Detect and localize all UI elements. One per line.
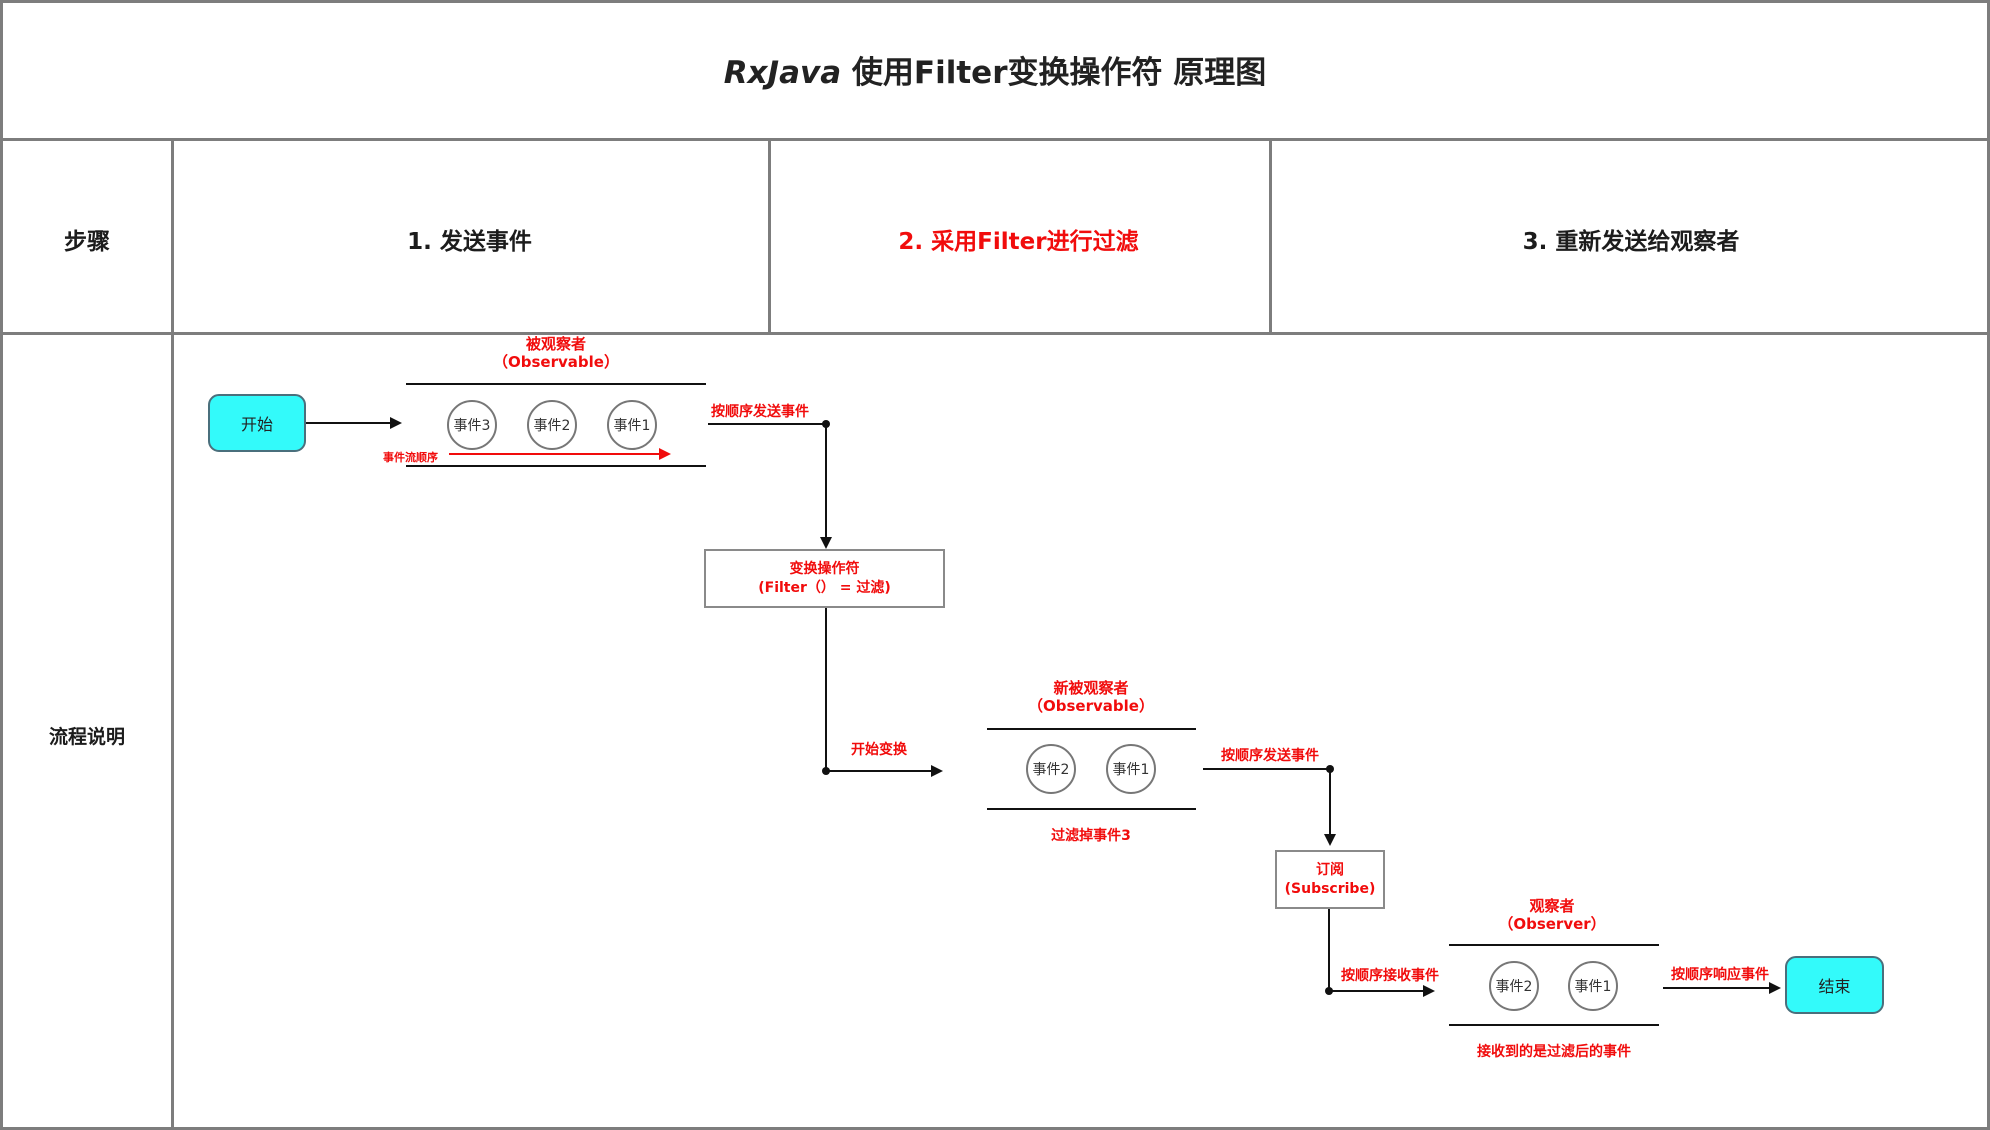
event-label: 事件2 bbox=[1495, 979, 1533, 995]
header-step1: 1. 发送事件 bbox=[407, 229, 532, 255]
respond-events-label: 按顺序响应事件 bbox=[1671, 967, 1769, 983]
connector-receive-right bbox=[1329, 990, 1423, 992]
page-title: RxJava 使用Filter变换操作符 原理图 bbox=[3, 47, 1987, 92]
event-circle: 事件1 bbox=[1106, 744, 1156, 794]
subscribe-box: 订阅 (Subscribe) bbox=[1275, 850, 1385, 909]
connector-down-to-subscribe bbox=[1329, 769, 1331, 836]
subscribe-box-line1: 订阅 bbox=[1316, 861, 1344, 878]
filtered-out-note: 过滤掉事件3 bbox=[1051, 828, 1131, 844]
connector-subscribe-down bbox=[1328, 909, 1330, 991]
observable-title-en: （Observable） bbox=[493, 353, 619, 371]
new-observable-title-en: （Observable） bbox=[1028, 697, 1154, 715]
new-observable-title: 新被观察者 （Observable） bbox=[991, 679, 1191, 715]
observable-title: 被观察者 （Observable） bbox=[456, 335, 656, 371]
end-node: 结束 bbox=[1785, 956, 1884, 1014]
event-label: 事件1 bbox=[1574, 979, 1612, 995]
page-title-brand: RxJava bbox=[723, 55, 842, 91]
header-steps: 步骤 bbox=[64, 229, 110, 255]
observer-title: 观察者 （Observer） bbox=[1452, 897, 1652, 933]
observer-title-cn: 观察者 bbox=[1529, 897, 1575, 915]
start-node: 开始 bbox=[208, 394, 306, 452]
new-observable-stream bbox=[987, 728, 1196, 810]
divider-col-1-2 bbox=[768, 141, 771, 332]
connector-newobs-right bbox=[1203, 768, 1330, 770]
observer-title-en: （Observer） bbox=[1498, 915, 1606, 933]
connector-down-to-filter bbox=[825, 424, 827, 539]
divider-header-body bbox=[3, 332, 1987, 335]
arrowhead-into-end bbox=[1769, 982, 1781, 994]
connector-start-to-observable bbox=[306, 422, 390, 424]
arrowhead-into-filter bbox=[820, 537, 832, 549]
event-label: 事件1 bbox=[1112, 762, 1150, 778]
arrowhead-into-subscribe bbox=[1324, 834, 1336, 846]
transform-label: 开始变换 bbox=[851, 742, 907, 758]
header-step3: 3. 重新发送给观察者 bbox=[1522, 229, 1740, 255]
event-label: 事件2 bbox=[1032, 762, 1070, 778]
connector-filter-down bbox=[825, 608, 827, 771]
received-filtered-note: 接收到的是过滤后的事件 bbox=[1477, 1044, 1631, 1060]
event-circle: 事件2 bbox=[1489, 961, 1539, 1011]
divider-col-2-3 bbox=[1269, 141, 1272, 332]
filter-box-line1: 变换操作符 bbox=[789, 560, 860, 577]
event-order-arrowhead bbox=[659, 448, 671, 460]
observable-title-cn: 被观察者 bbox=[525, 335, 586, 353]
send-events-label-2: 按顺序发送事件 bbox=[1221, 748, 1319, 764]
start-node-label: 开始 bbox=[240, 415, 273, 434]
event-circle: 事件2 bbox=[1026, 744, 1076, 794]
event-circle: 事件1 bbox=[1568, 961, 1618, 1011]
connector-observer-right bbox=[1663, 987, 1769, 989]
connector-transform-right bbox=[826, 770, 931, 772]
observer-stream bbox=[1449, 944, 1659, 1026]
connector-observable-right bbox=[708, 423, 826, 425]
event-label: 事件1 bbox=[613, 418, 651, 434]
event-circle: 事件3 bbox=[447, 400, 497, 450]
event-order-label: 事件流顺序 bbox=[383, 451, 438, 464]
end-node-label: 结束 bbox=[1818, 977, 1851, 996]
arrowhead-receive bbox=[1423, 985, 1435, 997]
subscribe-box-line2: (Subscribe) bbox=[1284, 880, 1376, 897]
page-title-rest: 使用Filter变换操作符 原理图 bbox=[841, 55, 1267, 91]
body-row-label: 流程说明 bbox=[48, 726, 125, 748]
event-order-arrow-line bbox=[449, 453, 659, 455]
event-circle: 事件2 bbox=[527, 400, 577, 450]
divider-col-steps bbox=[171, 141, 174, 1127]
send-events-label-1: 按顺序发送事件 bbox=[711, 404, 809, 420]
arrowhead-transform bbox=[931, 765, 943, 777]
event-label: 事件2 bbox=[533, 418, 571, 434]
filter-operator-box: 变换操作符 (Filter（） = 过滤) bbox=[704, 549, 945, 608]
header-step2: 2. 采用Filter进行过滤 bbox=[898, 229, 1139, 255]
event-circle: 事件1 bbox=[607, 400, 657, 450]
divider-title-header bbox=[3, 138, 1987, 141]
arrowhead-start-to-observable bbox=[390, 417, 402, 429]
new-observable-title-cn: 新被观察者 bbox=[1053, 679, 1129, 697]
event-label: 事件3 bbox=[453, 418, 491, 434]
receive-events-label: 按顺序接收事件 bbox=[1341, 968, 1439, 984]
observable-stream bbox=[406, 383, 706, 467]
filter-box-line2: (Filter（） = 过滤) bbox=[758, 579, 891, 596]
